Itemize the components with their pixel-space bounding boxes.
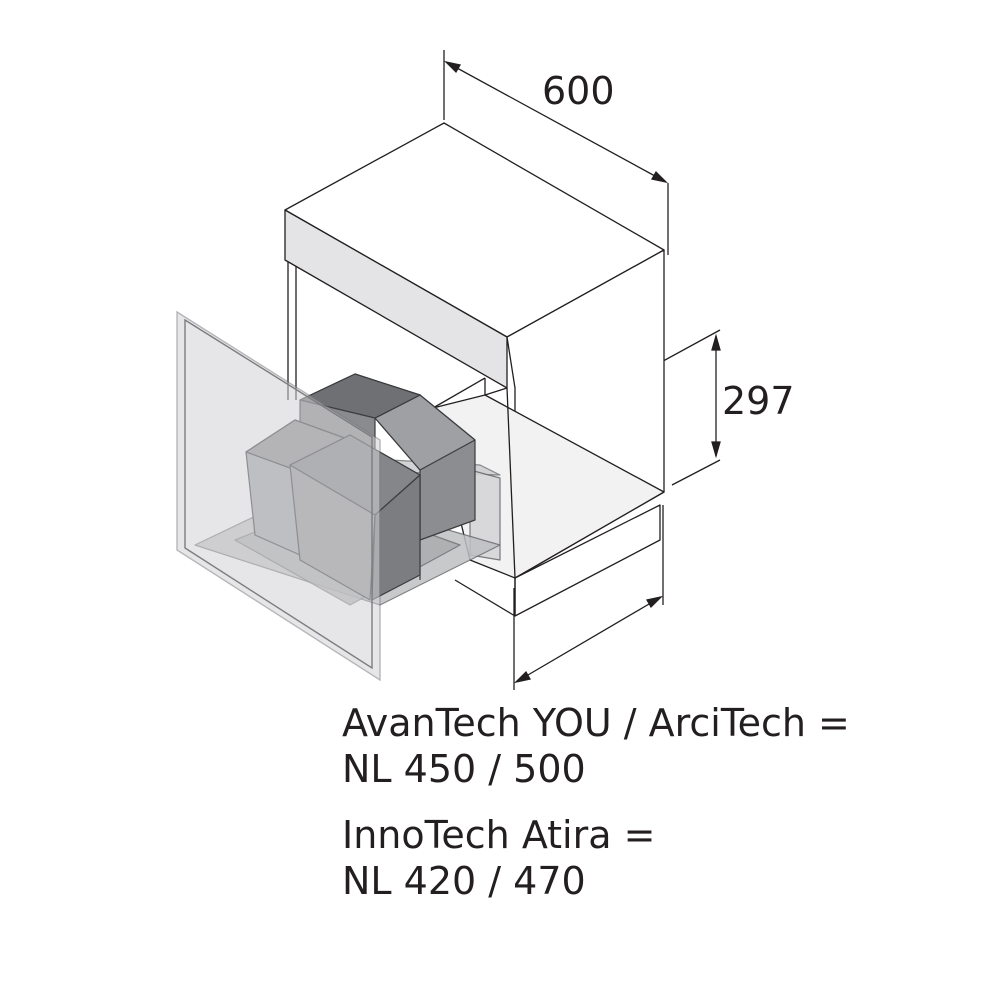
spec-innotech-products: InnoTech Atira = <box>342 813 656 857</box>
width-dimension <box>443 50 669 255</box>
depth-dimension <box>513 505 664 690</box>
height-dimension <box>631 329 721 486</box>
spec-block-innotech: InnoTech Atira = NL 420 / 470 <box>342 812 655 904</box>
spec-avantech-products: AvanTech YOU / ArciTech = <box>342 701 850 745</box>
width-dimension-label: 600 <box>542 69 615 113</box>
cabinet <box>284 122 665 617</box>
height-dimension-label: 297 <box>722 379 795 423</box>
front-panel <box>176 310 381 682</box>
spec-innotech-lengths: NL 420 / 470 <box>342 859 586 903</box>
spec-avantech-lengths: NL 450 / 500 <box>342 747 586 791</box>
spec-block-avantech: AvanTech YOU / ArciTech = NL 450 / 500 <box>342 700 850 792</box>
